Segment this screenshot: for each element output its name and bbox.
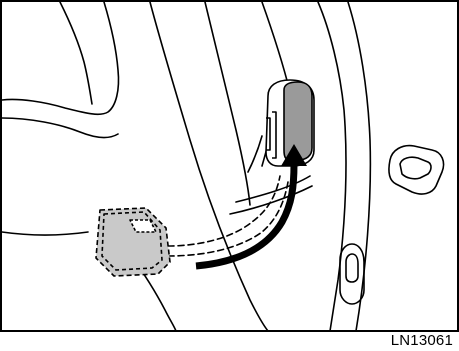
direction-arrow-icon (196, 144, 307, 266)
door-lock-knob-icon (340, 244, 364, 304)
seat-cushion-icon (2, 2, 119, 138)
figure-code-label: LN13061 (391, 333, 453, 348)
vehicle-pillar-lines (2, 2, 370, 331)
door-striker-icon (389, 146, 444, 194)
belt-route-dashed (168, 176, 288, 256)
seat-belt-tongue-icon (96, 208, 170, 276)
